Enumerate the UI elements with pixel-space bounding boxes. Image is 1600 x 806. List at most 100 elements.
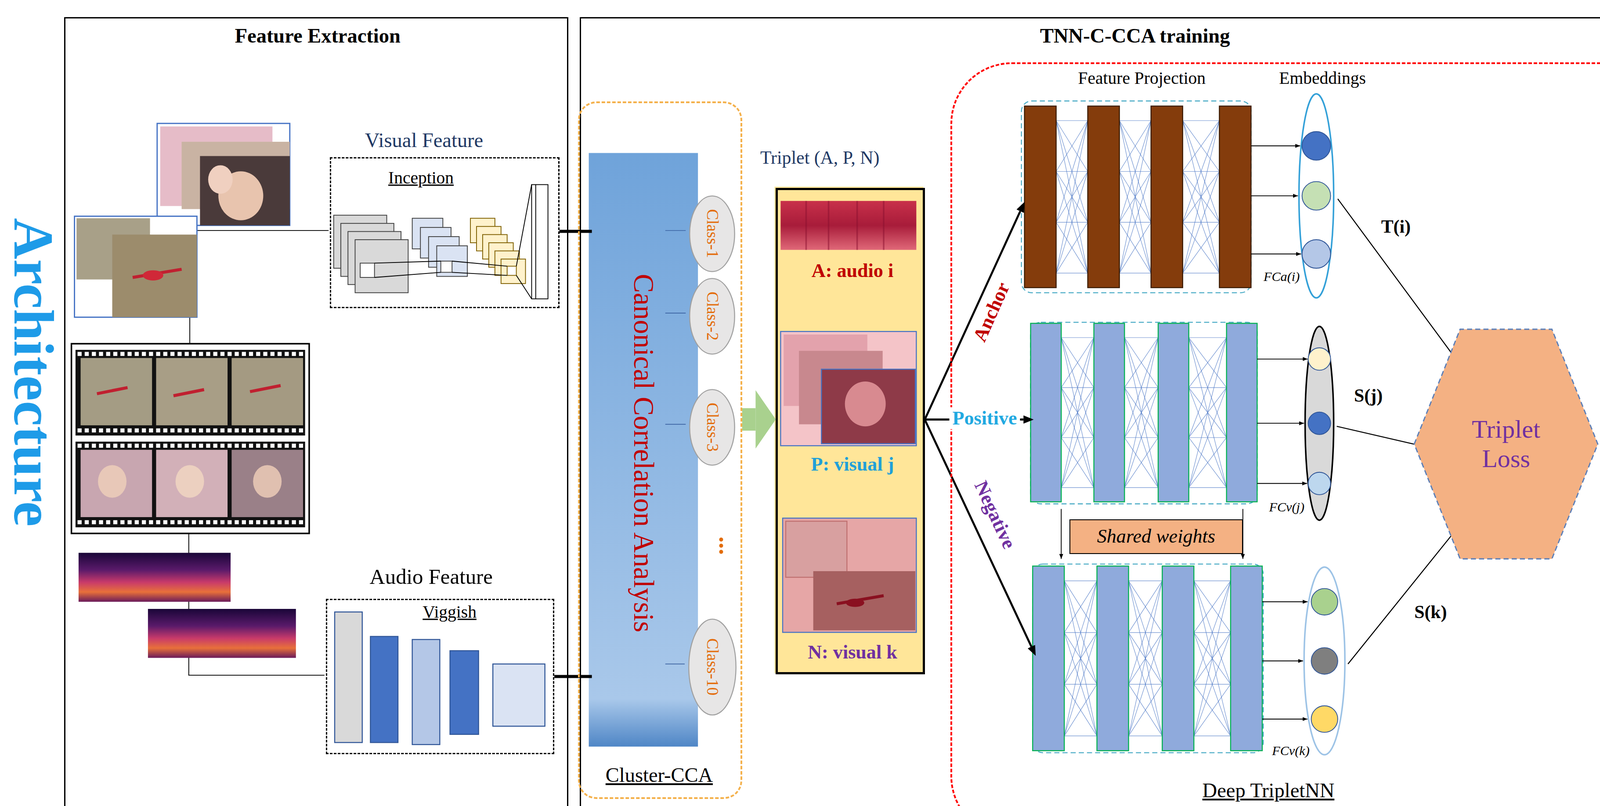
sample-caption: N: visual k: [807, 641, 898, 664]
edge-label: Negative: [969, 477, 1021, 553]
film-sprocket: [191, 428, 196, 433]
network-symbol: [1128, 581, 1163, 582]
network-symbol: [1128, 736, 1163, 737]
network-symbol: [1158, 323, 1189, 503]
film-sprocket: [163, 520, 168, 525]
network-symbol: [1119, 120, 1152, 223]
class-name: Class-3: [702, 403, 722, 452]
network-symbol: [1182, 222, 1220, 274]
film-sprocket: [205, 352, 210, 357]
edge-label: Positive: [949, 407, 1021, 430]
network-symbol: [1064, 581, 1097, 685]
triplet-sample: [774, 186, 924, 674]
network-symbol: [1119, 120, 1152, 274]
cnn-symbol: [507, 266, 517, 276]
video-frame: [142, 270, 163, 281]
network-symbol: [1032, 566, 1065, 752]
film-strip: [231, 357, 304, 426]
network-symbol: [1182, 120, 1220, 172]
class-ellipse: Class-2: [688, 277, 736, 356]
video-frame: [74, 216, 198, 318]
film-sprocket: [77, 428, 82, 433]
network-symbol: [1250, 195, 1298, 197]
network-symbol: [1182, 120, 1220, 121]
network-symbol: [1056, 120, 1088, 223]
film-sprocket: [98, 520, 103, 525]
network-region: FCa(i)FCv(j)FCv(k)Shared weightsTriplet …: [950, 62, 1600, 806]
network-symbol: [1193, 632, 1231, 737]
network-symbol: [1182, 120, 1220, 223]
film-sprocket: [91, 444, 96, 448]
box-heading: Audio Feature: [369, 564, 493, 590]
network-symbol: [1303, 567, 1345, 755]
cluster-box: Canonical Correlation AnalysisClass-1Cla…: [577, 101, 743, 800]
film-sprocket: [227, 352, 232, 357]
vggish-symbol: [334, 612, 546, 745]
network-symbol: [1188, 337, 1227, 388]
network-symbol: [1182, 120, 1220, 274]
film-sprocket: [227, 444, 232, 448]
film-sprocket: [77, 520, 82, 525]
network-symbol: [1119, 120, 1152, 223]
network-symbol: [1119, 120, 1152, 172]
film-sprocket: [270, 520, 275, 525]
film-sprocket: [191, 444, 196, 448]
bar-text: Canonical Correlation Analysis: [627, 273, 661, 633]
cca-bar-fill: [588, 153, 699, 748]
network-symbol: [1193, 581, 1231, 685]
network-symbol: [1064, 632, 1097, 737]
shared-weights-bracket: [1060, 509, 1062, 560]
film-sprocket: [120, 428, 125, 433]
film-sprocket: [277, 428, 282, 433]
network-symbol: [1182, 171, 1220, 274]
film-sprocket: [291, 428, 296, 433]
film-sprocket: [270, 444, 275, 448]
network-symbol: [1061, 337, 1094, 488]
film-sprocket: [77, 352, 304, 525]
network-symbol: [1064, 581, 1097, 633]
network-symbol: [1056, 120, 1088, 274]
network-symbol: [1308, 347, 1331, 371]
network-symbol: [1061, 337, 1094, 488]
network-symbol: [1188, 387, 1227, 488]
network-symbol: [1061, 337, 1094, 338]
film-sprocket: [234, 444, 239, 448]
film-sprocket: [284, 444, 289, 448]
network-symbol: [1193, 581, 1231, 633]
film-sprocket: [198, 444, 203, 448]
connector: [742, 408, 756, 431]
anchor-network: FCa(i): [1024, 97, 1338, 302]
network-symbol: [1119, 120, 1152, 121]
film-sprocket: [170, 352, 175, 357]
class-ellipse: Class-10: [687, 618, 737, 717]
film-sprocket: [127, 444, 132, 448]
connector: [1336, 426, 1415, 445]
network-symbol: [1061, 387, 1094, 488]
loss-hexagon: Triplet Loss: [1414, 329, 1598, 560]
film-strip: [97, 465, 127, 498]
vggish-symbol: [370, 636, 398, 744]
network-symbol: [1064, 632, 1097, 737]
film-sprocket: [84, 520, 89, 525]
network-symbol: [1124, 487, 1159, 488]
triplet-sample: [813, 571, 916, 631]
layer-name: FCv(k): [1271, 743, 1310, 759]
film-sprocket: [106, 352, 111, 357]
network-symbol: [1262, 601, 1308, 603]
panel: Visual FeatureInceptionAudio FeatureVigg…: [64, 17, 569, 806]
film-strip: [155, 450, 228, 518]
film-sprocket: [205, 444, 210, 448]
network-symbol: [1299, 93, 1334, 299]
network-symbol: [1256, 483, 1308, 484]
film-sprocket: [91, 352, 96, 357]
film-sprocket: [241, 444, 246, 448]
film-sprocket: [205, 520, 210, 525]
network-symbol: [1128, 581, 1163, 737]
film-sprocket: [170, 520, 175, 525]
cnn-symbol: [360, 263, 375, 278]
cnn-symbol: [333, 184, 549, 300]
film-sprocket: [184, 520, 189, 525]
film-sprocket: [213, 352, 218, 357]
network-symbol: [1311, 706, 1338, 733]
network-symbol: [1230, 566, 1263, 752]
